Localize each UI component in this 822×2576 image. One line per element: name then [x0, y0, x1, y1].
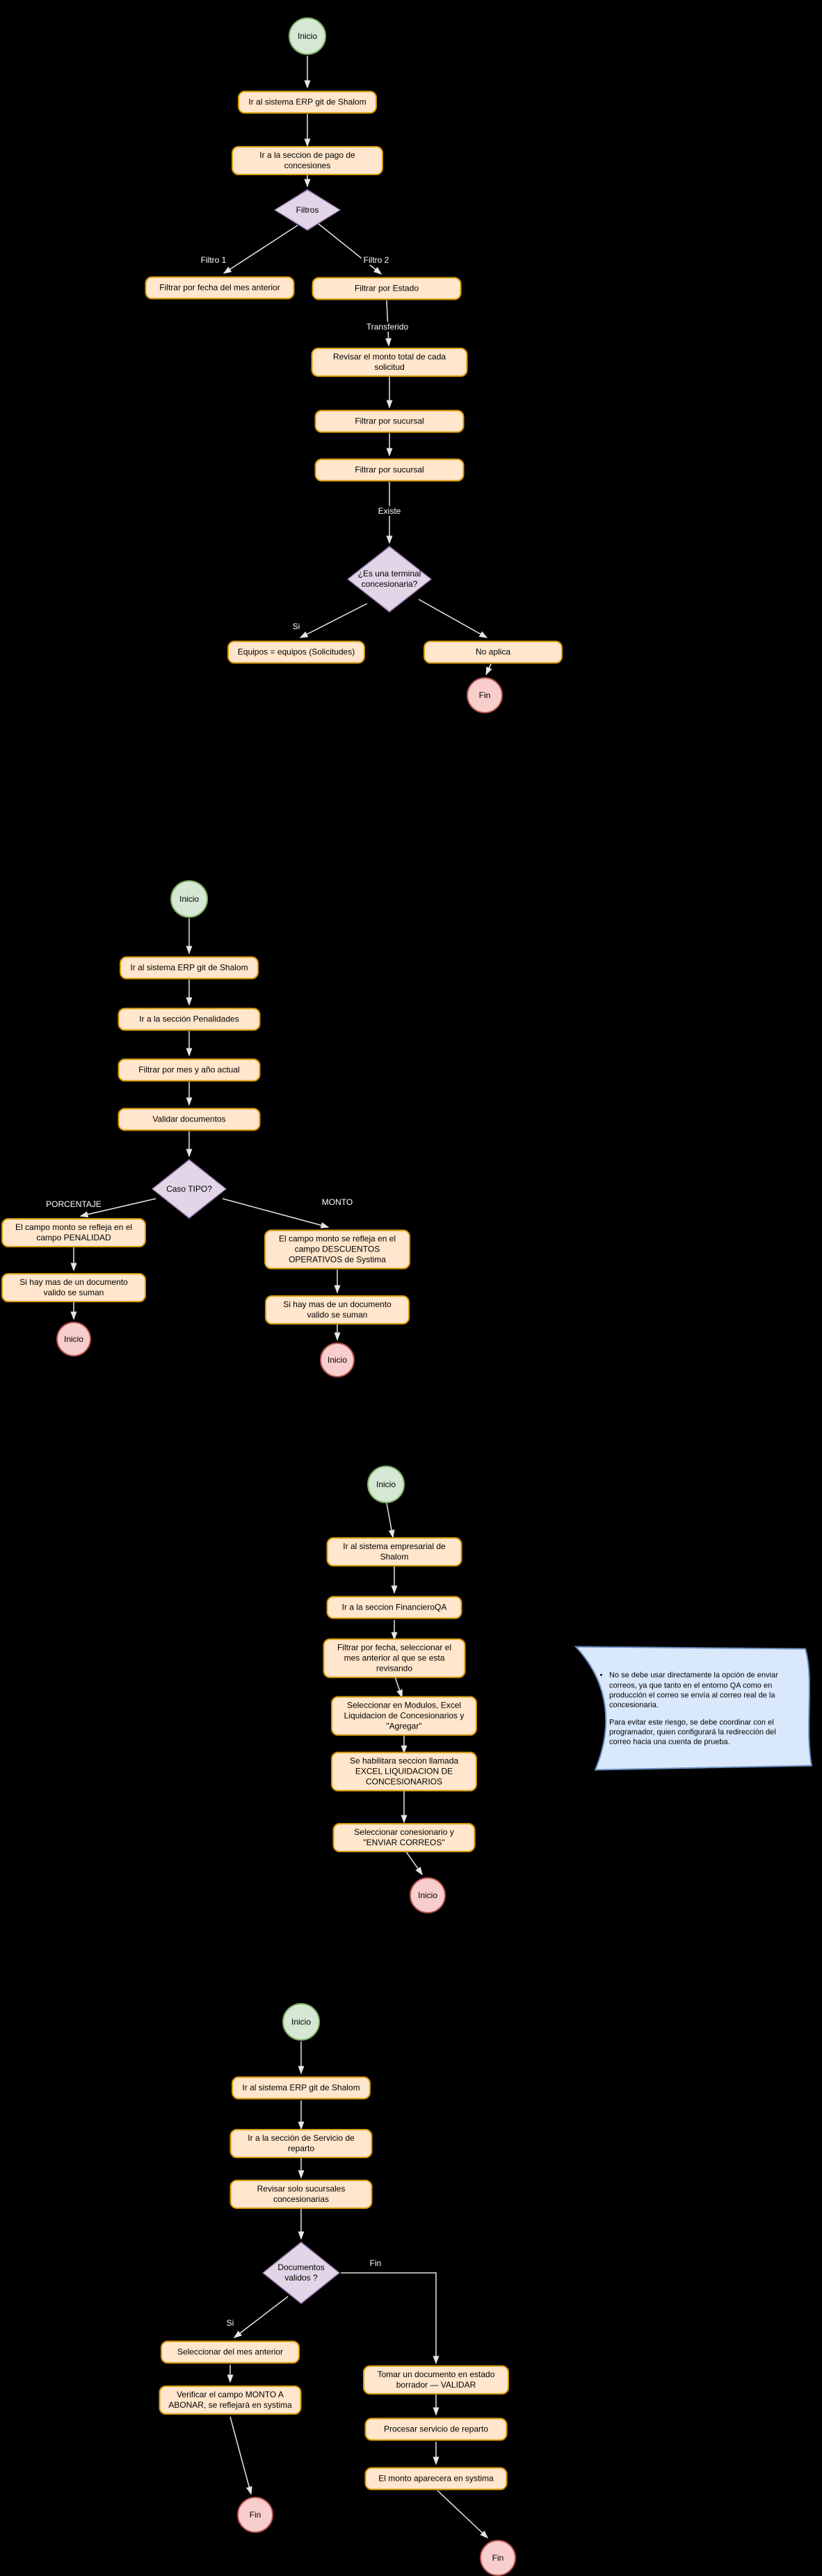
note-bullet-1: No se debe usar directamente la opción d… [609, 1671, 798, 1710]
flow2-label-porcentaje: PORCENTAJE [44, 1199, 104, 1209]
flow4-step-revisar-sucursales[interactable]: Revisar solo sucursales concesionarias [229, 2180, 373, 2209]
decision-terminal-label: ¿Es una terminal concesionaria? [357, 569, 421, 589]
flow4-step-verificar-monto[interactable]: Verificar el campo MONTO A ABONAR, se re… [159, 2385, 302, 2415]
flow1-label-existe: Existe [376, 506, 403, 516]
flow3-step-modulos-excel[interactable]: Seleccionar en Modulos, Excel Liquidacio… [331, 1696, 477, 1736]
flow4-step-mes-anterior[interactable]: Seleccionar del mes anterior [161, 2340, 300, 2364]
flow2-step-filtrar-mes[interactable]: Filtrar por mes y año actual [118, 1058, 261, 1082]
flow1-step-pago-concesiones[interactable]: Ir a la seccion de pago de concesiones [232, 146, 383, 175]
note-bullet-2: Para evitar este riesgo, se debe coordin… [609, 1717, 798, 1747]
flow1-label-filtro1: Filtro 1 [198, 255, 229, 265]
flow4-step-erp[interactable]: Ir al sistema ERP git de Shalom [232, 2076, 371, 2100]
flow1-start-node[interactable]: Inicio [289, 17, 326, 55]
flow4-start-node[interactable]: Inicio [282, 2003, 320, 2041]
flow2-step-penalidad[interactable]: El campo monto se refleja en el campo PE… [1, 1218, 146, 1247]
flow3-step-financieroqa[interactable]: Ir a la seccion FinancieroQA [326, 1596, 462, 1619]
flow4-step-monto-systima[interactable]: El monto aparecera en systima [364, 2467, 508, 2490]
flow1-step-no-aplica[interactable]: No aplica [424, 640, 563, 664]
flow3-step-sistema-empresarial[interactable]: Ir al sistema empresarial de Shalom [326, 1537, 462, 1566]
flow1-step-erp[interactable]: Ir al sistema ERP git de Shalom [238, 90, 377, 114]
decision-caso-tipo-label: Caso TIPO? [166, 1183, 212, 1194]
flow4-end-node-right[interactable]: Fin [480, 2540, 516, 2576]
flow3-start-node[interactable]: Inicio [367, 1466, 405, 1503]
flow2-label-monto: MONTO [319, 1197, 355, 1207]
flow2-step-penalidades[interactable]: Ir a la sección Penalidades [118, 1007, 261, 1031]
flow1-label-si: Si [290, 622, 303, 631]
decision-documentos-label: Documentos validos ? [277, 2262, 325, 2283]
flow4-label-fin: Fin [367, 2258, 384, 2268]
flow1-step-filtrar-estado[interactable]: Filtrar por Estado [312, 277, 462, 300]
flow1-step-equipos[interactable]: Equipos = equipos (Solicitudes) [227, 640, 365, 664]
flow1-step-filtrar-sucursal-2[interactable]: Filtrar por sucursal [314, 458, 465, 482]
flow1-end-node[interactable]: Fin [467, 677, 503, 713]
flow2-decision-caso-tipo[interactable]: Caso TIPO? [152, 1159, 227, 1219]
flow1-step-filtrar-sucursal-1[interactable]: Filtrar por sucursal [314, 410, 465, 433]
note-text: No se debe usar directamente la opción d… [569, 1645, 812, 1774]
flow2-start-node[interactable]: Inicio [170, 880, 208, 918]
flow4-decision-documentos-validos[interactable]: Documentos validos ? [262, 2242, 340, 2304]
flow4-end-node-left[interactable]: Fin [237, 2497, 273, 2533]
flow4-label-si: Si [224, 2318, 236, 2328]
flow1-decision-filtros[interactable]: Filtros [274, 189, 341, 231]
flow2-step-validar-documentos[interactable]: Validar documentos [118, 1108, 261, 1131]
flow4-step-servicio-reparto[interactable]: Ir a la sección de Servicio de reparto [229, 2129, 373, 2158]
flow2-end-node-right[interactable]: Inicio [320, 1343, 355, 1377]
flow1-label-transferido: Transferido [364, 322, 411, 332]
flow1-decision-terminal-concesionaria[interactable]: ¿Es una terminal concesionaria? [347, 546, 432, 613]
note-flag-shape [574, 1646, 812, 1771]
flow2-step-erp[interactable]: Ir al sistema ERP git de Shalom [120, 956, 259, 980]
flow2-step-descuentos-operativos[interactable]: El campo monto se refleja en el campo DE… [264, 1229, 410, 1270]
flow4-step-documento-borrador[interactable]: Tomar un documento en estado borrador — … [363, 2365, 509, 2395]
flow3-step-seccion-excel[interactable]: Se habilitara seccion llamada EXCEL LIQU… [331, 1751, 477, 1792]
flow3-step-enviar-correos[interactable]: Seleccionar conesionario y "ENVIAR CORRE… [332, 1823, 476, 1852]
decision-filtros-label: Filtros [296, 204, 319, 215]
flow2-step-suman-izquierda[interactable]: Si hay mas de un documento valido se sum… [1, 1273, 146, 1302]
flow4-step-procesar-reparto[interactable]: Procesar servicio de reparto [364, 2417, 508, 2441]
flow1-label-filtro2: Filtro 2 [361, 255, 392, 265]
flow3-warning-note[interactable]: No se debe usar directamente la opción d… [569, 1645, 812, 1774]
flow2-step-suman-derecha[interactable]: Si hay mas de un documento valido se sum… [265, 1295, 410, 1325]
flow2-end-node-left[interactable]: Inicio [56, 1322, 91, 1356]
flow3-end-node[interactable]: Inicio [410, 1877, 446, 1913]
flow1-step-revisar-monto[interactable]: Revisar el monto total de cada solicitud [311, 348, 468, 377]
flow3-step-filtrar-fecha[interactable]: Filtrar por fecha, seleccionar el mes an… [323, 1638, 466, 1678]
flow1-step-filtrar-fecha[interactable]: Filtrar por fecha del mes anterior [145, 276, 295, 300]
